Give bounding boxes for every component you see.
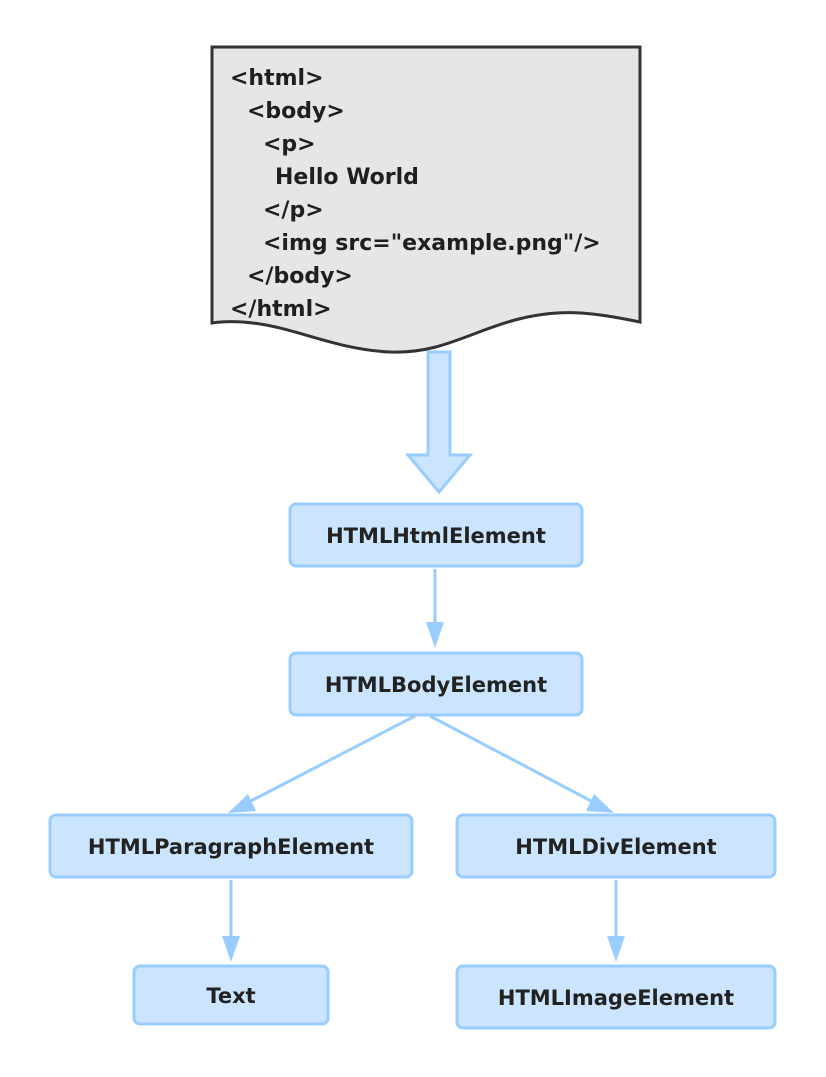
edge-div-to-image [607, 880, 625, 962]
code-line-6: <img src="example.png"/> [263, 231, 601, 256]
code-line-1: <html> [230, 66, 324, 91]
code-line-5: </p> [263, 198, 324, 223]
code-line-2: <body> [247, 99, 345, 124]
node-paragraph-label: HTMLParagraphElement [88, 835, 374, 859]
node-div: HTMLDivElement [455, 813, 777, 879]
source-document: <html> <body> <p> Hello World </p> <img … [210, 45, 642, 354]
node-body: HTMLBodyElement [288, 651, 584, 717]
node-image-label: HTMLImageElement [498, 986, 734, 1010]
edge-html-to-body [426, 569, 444, 648]
node-paragraph: HTMLParagraphElement [48, 813, 414, 879]
node-image: HTMLImageElement [455, 964, 777, 1030]
node-body-label: HTMLBodyElement [325, 673, 547, 697]
code-line-8: </html> [230, 297, 332, 322]
edge-body-to-paragraph [228, 714, 416, 813]
tree-edges [222, 569, 625, 962]
edge-paragraph-to-text [222, 880, 240, 962]
code-line-4: Hello World [275, 165, 419, 190]
node-text-label: Text [206, 984, 255, 1008]
code-line-7: </body> [247, 264, 353, 289]
code-line-3: <p> [263, 132, 316, 157]
edge-body-to-div [429, 714, 614, 813]
node-text: Text [132, 964, 330, 1026]
node-html: HTMLHtmlElement [288, 502, 584, 568]
node-html-label: HTMLHtmlElement [326, 524, 546, 548]
parse-arrow [404, 350, 474, 495]
document-shape [210, 45, 642, 354]
node-div-label: HTMLDivElement [515, 835, 716, 859]
